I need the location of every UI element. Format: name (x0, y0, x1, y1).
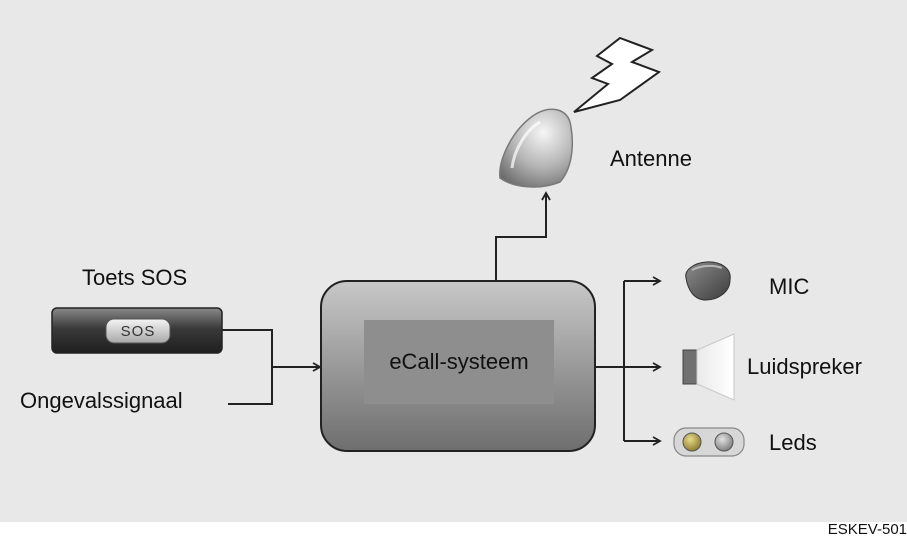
mic-label: MIC (769, 274, 810, 299)
speaker-label: Luidspreker (747, 354, 862, 379)
sos-button-text: SOS (120, 322, 156, 340)
antenna-icon (499, 108, 574, 188)
speaker-icon (682, 333, 735, 401)
ecall-to-antenna-arrow (495, 191, 551, 281)
sos-button-title: Toets SOS (82, 265, 188, 290)
image-code: ESKEV-501 (827, 521, 907, 538)
ecall-box (320, 280, 596, 452)
ecall-label: eCall-systeem (389, 349, 529, 374)
sos-to-junction-line (222, 329, 273, 367)
signal-to-junction-line (228, 367, 273, 405)
microphone-icon (685, 261, 731, 301)
leds-label: Leds (769, 430, 817, 455)
connectors (222, 191, 662, 446)
lightning-icon (573, 36, 662, 113)
sos-button-icon (51, 307, 223, 354)
crash-signal-label: Ongevalssignaal (20, 388, 183, 413)
leds-icon (673, 427, 745, 457)
footer-strip (0, 522, 907, 541)
antenna-label: Antenne (610, 146, 692, 171)
